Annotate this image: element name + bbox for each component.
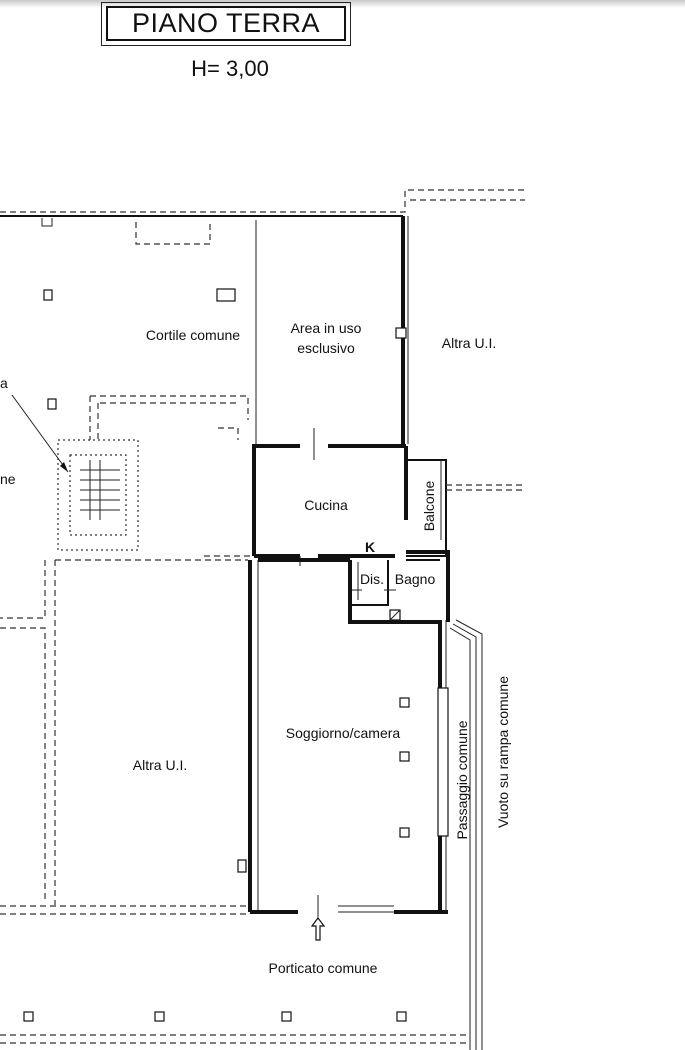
top-edge-shadow [0,0,685,8]
pillars [23,288,410,1022]
unit-walls [248,428,525,914]
label-bagno: Bagno [395,571,436,587]
label-cut-left-mid: ne [0,471,16,487]
label-cucina: Cucina [304,497,348,513]
label-soggiorno: Soggiorno/camera [286,725,401,741]
label-area-uso-1: Area in uso [291,320,362,336]
courtyard-boundary [0,189,525,245]
exclusive-area-outline [255,216,409,444]
label-balcone: Balcone [421,480,437,531]
left-stair-area [0,394,249,905]
label-dis: Dis. [360,571,384,587]
label-area-uso-2: esclusivo [297,340,355,356]
floor-height-label: H= 3,00 [191,56,269,81]
entrance-arrow-icon [310,895,326,941]
label-cortile-comune: Cortile comune [146,327,240,343]
porch-boundary [0,555,470,1044]
label-k: K [365,539,375,555]
title-frame: PIANO TERRA [101,2,351,46]
label-vuoto-rampa: Vuoto su rampa comune [495,676,511,828]
ramp-outline [449,619,483,1050]
label-altra-ui-right: Altra U.I. [442,335,496,351]
label-passaggio-comune: Passaggio comune [454,720,470,839]
title-frame-inner: PIANO TERRA [106,6,346,41]
label-cut-left-top: a [0,375,8,391]
label-porticato-comune: Porticato comune [269,960,378,976]
label-altra-ui-left: Altra U.I. [133,757,187,773]
plan-title: PIANO TERRA [131,8,321,38]
